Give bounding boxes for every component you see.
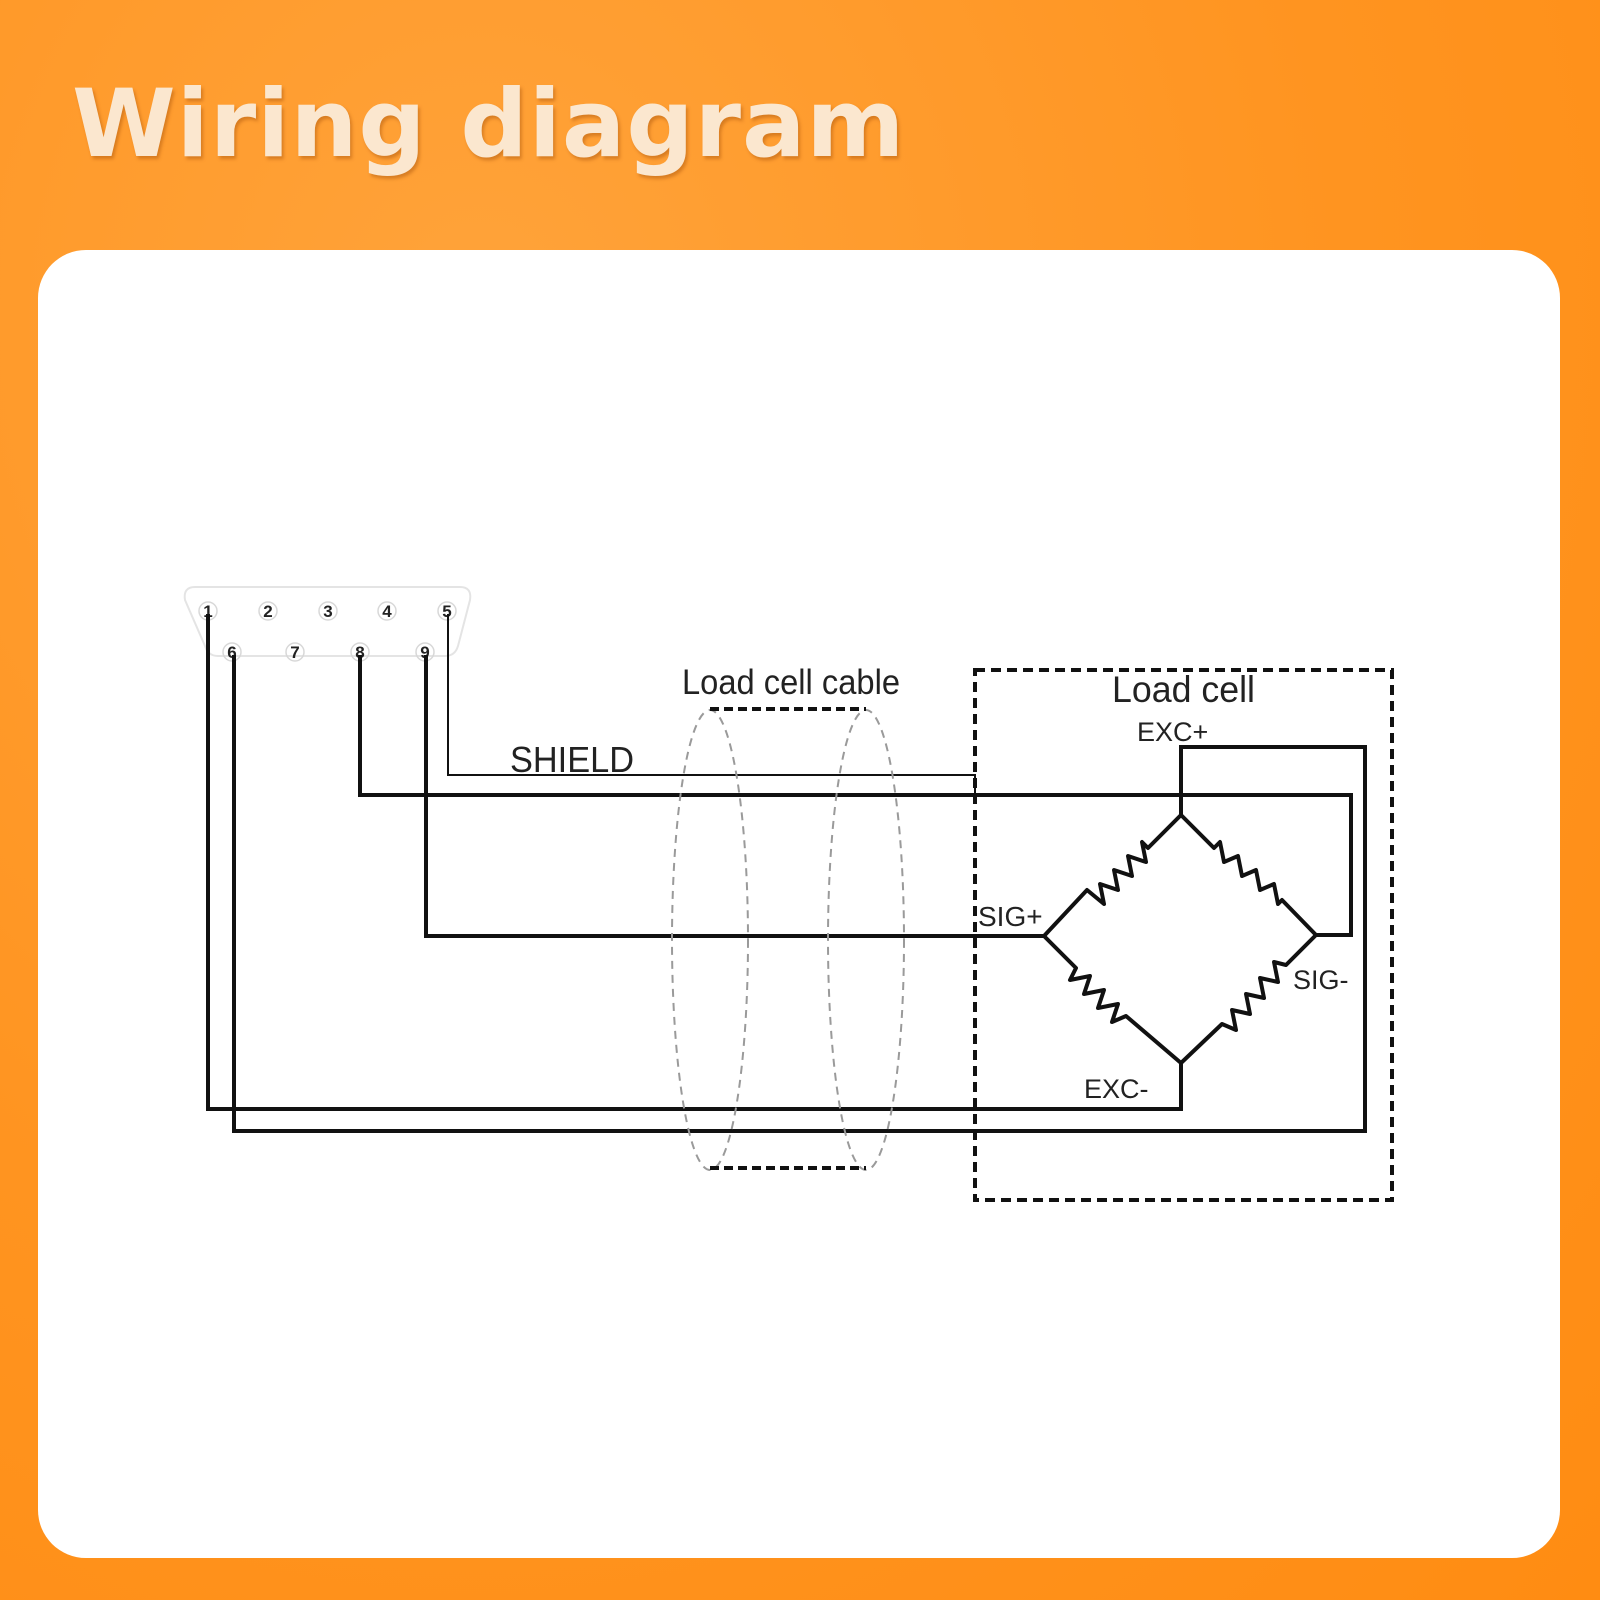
pin-circle-3: [318, 601, 338, 621]
wheatstone-bridge: [1042, 813, 1318, 1065]
cable-label: Load cell cable: [682, 663, 900, 702]
cable-shield-ellipse-left: [671, 709, 749, 1171]
resistor-top-right: [1179, 813, 1318, 937]
pin-circle-2: [258, 601, 278, 621]
pin-6-label: 6: [227, 643, 236, 662]
pin-circle-4: [377, 601, 397, 621]
pin-3-label: 3: [323, 602, 332, 621]
pin-7-label: 7: [290, 643, 299, 662]
diagram-card: [38, 250, 1560, 1558]
resistor-bottom-right: [1179, 933, 1318, 1065]
pin-1-label: 1: [203, 602, 212, 621]
wire-pin8-sig-minus: [358, 655, 1353, 937]
resistor-top-left: [1042, 813, 1183, 938]
exc-plus-label: EXC+: [1137, 717, 1208, 747]
resistor-bottom-left: [1042, 934, 1183, 1065]
pin-4-label: 4: [382, 602, 392, 621]
pin-2-label: 2: [263, 602, 272, 621]
shield-label: SHIELD: [510, 739, 634, 780]
wire-pin9-sig-plus: [424, 655, 1044, 938]
load-cell-box: [973, 668, 1394, 1202]
cable-shield-ellipse-right: [827, 709, 905, 1171]
pin-8-label: 8: [355, 643, 364, 662]
exc-minus-label: EXC-: [1084, 1074, 1149, 1104]
pin-5-label: 5: [442, 602, 451, 621]
page-title: Wiring diagram: [72, 70, 906, 179]
pin-circle-7: [285, 642, 305, 662]
sig-minus-label: SIG-: [1293, 965, 1349, 995]
wire-pin6-exc-plus: [232, 655, 1367, 1133]
wire-pin1-exc-minus: [206, 614, 1183, 1111]
db9-connector-outline: [183, 586, 472, 657]
load-cell-label: Load cell: [1112, 669, 1255, 710]
pin-9-label: 9: [420, 643, 429, 662]
sig-plus-label: SIG+: [978, 901, 1043, 932]
